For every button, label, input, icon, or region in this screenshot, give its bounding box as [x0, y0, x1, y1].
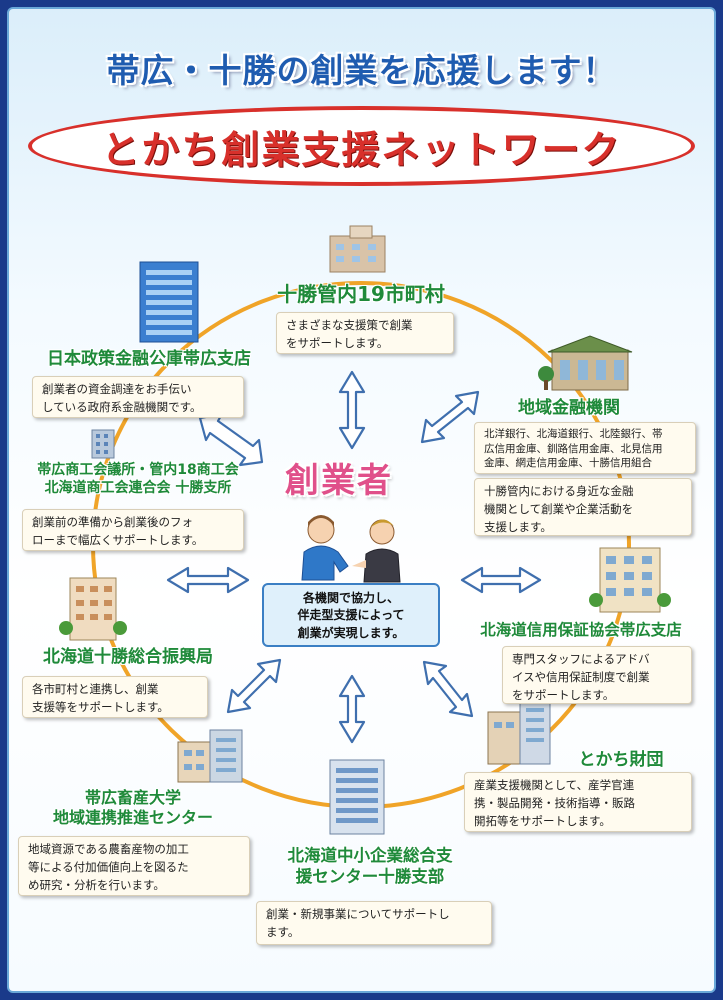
org-desc-promotion-bureau: 各市町村と連携し、創業 支援等をサポートします。	[22, 676, 208, 718]
org-name-line: 帯広商工会議所・管内18商工会	[37, 462, 239, 478]
desc-line: 十勝管内における身近な金融	[484, 484, 634, 498]
center-message-box: 各機関で協力し、 伴走型支援によって 創業が実現します。	[262, 583, 440, 647]
arrow-upper-left	[198, 412, 264, 467]
org-name-chamber: 帯広商工会議所・管内18商工会 北海道商工会連合会 十勝支所	[10, 462, 266, 497]
org-name-credit-guarantee: 北海道信用保証協会帯広支店	[480, 621, 682, 639]
arrow-lower-left	[226, 658, 282, 714]
center-label: 創業者	[285, 461, 393, 501]
org-name-line: 地域連携推進センター	[52, 808, 213, 827]
desc-line: め研究・分析を行います。	[28, 877, 165, 892]
desc-line: ローまで幅広くサポートします。	[32, 532, 204, 547]
org-sub-regional-banks: 北洋銀行、北海道銀行、北陸銀行、帯 広信用金庫、釧路信用金庫、北見信用 金庫、網…	[474, 422, 696, 474]
arrow-right	[460, 566, 542, 594]
bank-list-line: 金庫、網走信用金庫、十勝信用組合	[484, 457, 652, 470]
desc-line: 開拓等をサポートします。	[474, 813, 611, 828]
org-name-municipalities: 十勝管内19市町村	[277, 282, 445, 306]
org-desc-municipalities: さまざまな支援策で創業 をサポートします。	[276, 312, 454, 354]
org-name-sme-center: 北海道中小企業総合支 援センター十勝支部	[240, 846, 500, 887]
building-icon-guarantee	[589, 547, 671, 613]
arrow-bottom	[338, 674, 366, 744]
title-banner: とかち創業支援ネットワーク	[28, 106, 695, 186]
building-icon-top	[329, 225, 386, 273]
org-name-obihiro-university: 帯広畜産大学 地域連携推進センター	[10, 788, 256, 828]
building-icon-chamber	[91, 429, 115, 459]
org-desc-obihiro-university: 地域資源である農畜産物の加工 等による付加価値向上を図るた め研究・分析を行いま…	[18, 836, 250, 896]
arrow-lower-right	[422, 660, 474, 718]
center-message-line: 創業が実現します。	[297, 625, 405, 640]
desc-line: ます。	[266, 924, 300, 939]
desc-line: 携・製品開発・技術指導・販路	[474, 795, 635, 810]
org-desc-sme-center: 創業・新規事業についてサポートし ます。	[256, 901, 492, 945]
desc-line: 機関として創業や企業活動を	[484, 501, 634, 516]
org-desc-regional-banks: 十勝管内における身近な金融 機関として創業や企業活動を 支援します。	[474, 478, 692, 536]
org-name-regional-banks: 地域金融機関	[518, 398, 620, 418]
org-name-line: 北海道商工会連合会 十勝支所	[44, 479, 232, 496]
org-name-jfc: 日本政策金融公庫帯広支店	[47, 349, 251, 369]
bank-list-line: 広信用金庫、釧路信用金庫、北見信用	[484, 442, 663, 455]
building-icon-bank	[538, 335, 633, 391]
desc-line: 各市町村と連携し、創業	[32, 682, 159, 696]
org-desc-chamber: 創業前の準備から創業後のフォ ローまで幅広くサポートします。	[22, 509, 244, 551]
building-icon-jfc	[139, 261, 199, 343]
org-desc-credit-guarantee: 専門スタッフによるアドバ イスや信用保証制度で創業 をサポートします。	[502, 646, 692, 704]
desc-line: をサポートします。	[512, 687, 615, 702]
desc-line: 産業支援機関として、産学官連	[474, 778, 635, 792]
org-desc-jfc: 創業者の資金調達をお手伝い している政府系金融機関です。	[32, 376, 244, 418]
desc-line: 支援します。	[484, 519, 552, 534]
entrepreneur-illustration	[301, 515, 401, 583]
building-icon-bureau	[59, 577, 127, 641]
headline: 帯広・十勝の創業を応援します！	[106, 51, 617, 90]
desc-line: している政府系金融機関です。	[42, 399, 202, 414]
arrow-upper-right	[420, 390, 480, 444]
desc-line: 創業・新規事業についてサポートし	[266, 907, 450, 921]
desc-line: をサポートします。	[286, 335, 389, 350]
arrow-top	[338, 370, 366, 450]
org-name-tokachi-foundation: とかち財団	[578, 750, 664, 770]
desc-line: イスや信用保証制度で創業	[512, 669, 650, 684]
desc-line: 地域資源である農畜産物の加工	[28, 842, 189, 856]
center-message-line: 伴走型支援によって	[297, 608, 405, 623]
org-name-line: 帯広畜産大学	[84, 788, 181, 807]
org-desc-tokachi-foundation: 産業支援機関として、産学官連 携・製品開発・技術指導・販路 開拓等をサポートしま…	[464, 772, 692, 832]
bank-list-line: 北洋銀行、北海道銀行、北陸銀行、帯	[484, 428, 663, 440]
desc-line: さまざまな支援策で創業	[286, 318, 413, 332]
org-name-line: 援センター十勝支部	[295, 866, 445, 886]
desc-line: 創業者の資金調達をお手伝い	[42, 382, 192, 396]
building-icon-sme-center	[329, 759, 385, 835]
org-name-line: 北海道中小企業総合支	[287, 846, 453, 865]
center-message-line: 各機関で協力し、	[302, 591, 399, 605]
desc-line: 等による付加価値向上を図るた	[28, 859, 189, 874]
arrow-left	[166, 566, 250, 594]
building-icon-foundation	[487, 699, 551, 765]
desc-line: 創業前の準備から創業後のフォ	[32, 515, 193, 529]
desc-line: 支援等をサポートします。	[32, 699, 169, 714]
org-name-promotion-bureau: 北海道十勝総合振興局	[43, 647, 213, 667]
building-icon-university	[177, 729, 243, 783]
desc-line: 専門スタッフによるアドバ	[512, 652, 650, 666]
network-title: とかち創業支援ネットワーク	[101, 127, 622, 172]
